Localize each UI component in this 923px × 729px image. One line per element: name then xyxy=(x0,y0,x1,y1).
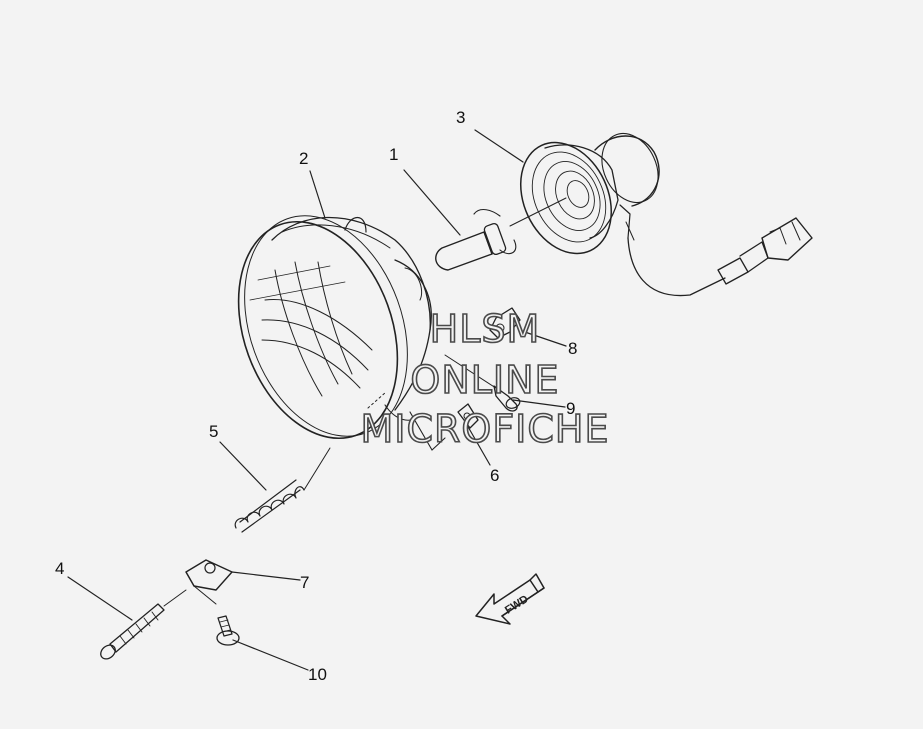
callout-10: 10 xyxy=(308,665,327,684)
bulb-socket xyxy=(519,133,660,255)
watermark-line-2: ONLINE xyxy=(410,358,560,402)
watermark-line-3: MICROFICHE xyxy=(360,407,610,451)
fwd-arrow xyxy=(475,573,545,625)
bulb xyxy=(435,197,567,271)
callout-1: 1 xyxy=(389,145,399,164)
mount-bracket xyxy=(185,559,233,605)
callout-5: 5 xyxy=(209,422,219,441)
adjuster-spring xyxy=(234,447,331,533)
wire-harness xyxy=(627,217,813,297)
adjuster-bolt xyxy=(100,589,187,660)
watermark-line-1: HLSM xyxy=(429,307,541,351)
callout-8: 8 xyxy=(568,339,578,358)
screw-bottom xyxy=(216,615,240,646)
headlight-lens xyxy=(237,215,446,451)
clip-bracket xyxy=(489,307,521,339)
leader-lines xyxy=(67,129,567,671)
callout-2: 2 xyxy=(299,149,309,168)
screw-small xyxy=(444,354,521,412)
nut-plate xyxy=(457,403,479,429)
callout-3: 3 xyxy=(456,108,466,127)
callout-6: 6 xyxy=(490,466,500,485)
callout-4: 4 xyxy=(55,559,65,578)
callout-9: 9 xyxy=(566,399,576,418)
callout-7: 7 xyxy=(300,573,310,592)
